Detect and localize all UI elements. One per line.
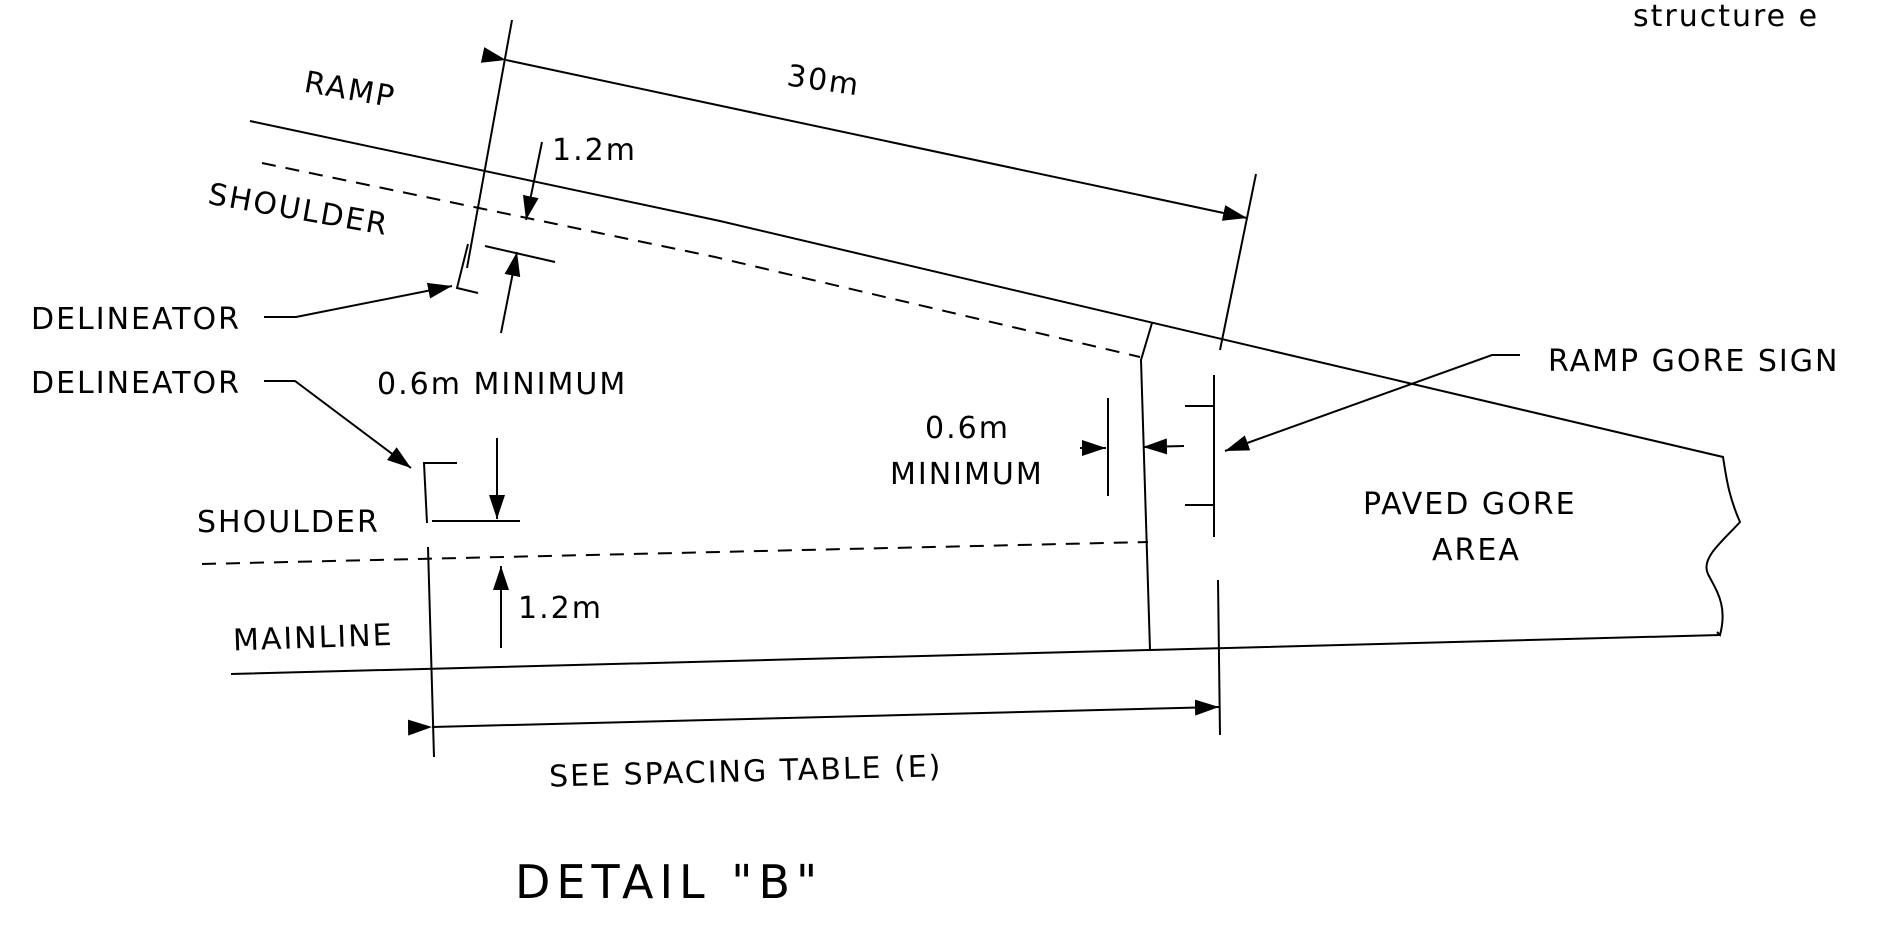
delineator-2-label: DELINEATOR (31, 366, 241, 401)
spacing-extension-right (1217, 579, 1221, 736)
ramp-length-label: 30m (785, 59, 863, 104)
delineator-1-leader (264, 282, 453, 318)
ramp-dim-extension-left (466, 19, 513, 269)
gore-clearance-arrow-right (1142, 438, 1185, 455)
ramp-gore-sign-label: RAMP GORE SIGN (1548, 344, 1839, 379)
spacing-table-label: SEE SPACING TABLE (E) (549, 749, 943, 794)
ramp-gore-sign-leader (1224, 354, 1520, 452)
mainline-shoulder-label: SHOULDER (197, 505, 380, 540)
ramp-dim-extension-right (1219, 173, 1257, 351)
paved-gore-area-label: AREA (1432, 533, 1521, 568)
right-minimum-label: MINIMUM (890, 457, 1044, 492)
corner-fragment-label: structure e (1633, 0, 1819, 34)
detail-title: DETAIL "B" (515, 855, 823, 909)
upper-0-6m-dimension-arrow (500, 251, 521, 334)
right-0-6m-label: 0.6m (925, 411, 1010, 446)
upper-offset-label: 1.2m (552, 133, 637, 168)
upper-1-2m-dimension-arrow (522, 141, 543, 221)
ramp-gore-sign-symbol (1185, 375, 1215, 537)
left-0-6m-minimum-label: 0.6m MINIMUM (377, 367, 627, 402)
upper-delineator-symbol (455, 243, 479, 294)
mainline-label: MAINLINE (232, 618, 394, 659)
paved-gore-label: PAVED GORE (1363, 487, 1577, 522)
upper-delineator-tick (484, 245, 556, 263)
ramp-shoulder-dashed-line (261, 162, 1141, 358)
mainline-shoulder-dashed-line (201, 541, 1149, 565)
delineator-2-leader (264, 380, 412, 469)
gore-left-edge-line (1139, 322, 1153, 651)
ramp-edge-line (249, 120, 1742, 637)
lower-delineator-symbol (422, 462, 457, 524)
ramp-length-dimension-arrow (480, 47, 1248, 221)
mainline-edge-line (230, 634, 1721, 675)
ramp-shoulder-label: SHOULDER (205, 177, 391, 243)
spacing-dimension-arrow (407, 699, 1220, 736)
ramp-label: RAMP (302, 65, 399, 115)
delineator-1-label: DELINEATOR (31, 302, 241, 337)
lower-offset-label: 1.2m (518, 591, 603, 626)
spacing-extension-left (427, 546, 435, 758)
